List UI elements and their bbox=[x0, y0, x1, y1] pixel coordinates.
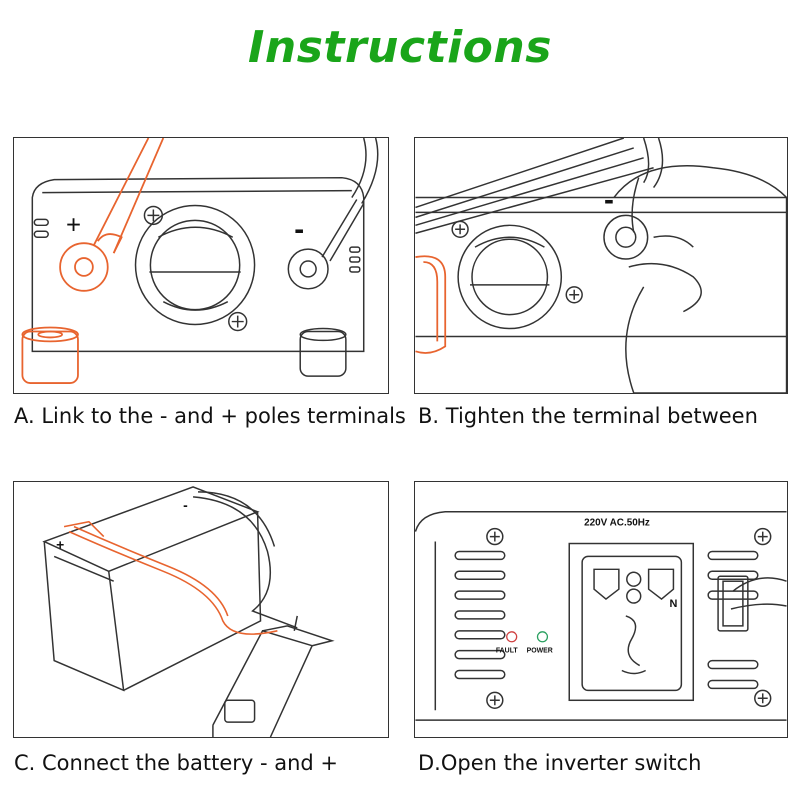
step-d-illustration: 220V AC.50Hz N FAULT POWER bbox=[414, 481, 788, 738]
minus-symbol: - bbox=[294, 213, 304, 246]
minus-symbol: - bbox=[183, 497, 188, 513]
tighten-terminal-illustration: - bbox=[415, 138, 787, 393]
power-label: POWER bbox=[527, 648, 553, 655]
plus-symbol: + bbox=[56, 536, 64, 552]
step-a-illustration: + - bbox=[13, 137, 389, 394]
step-a-caption: A. Link to the - and + poles terminals bbox=[14, 404, 406, 428]
battery-connection-illustration: + - bbox=[42, 486, 335, 737]
fault-label: FAULT bbox=[496, 648, 519, 655]
rating-label: 220V AC.50Hz bbox=[584, 518, 650, 529]
page-title: Instructions bbox=[248, 22, 552, 73]
plus-symbol: + bbox=[66, 211, 81, 239]
neutral-label: N bbox=[669, 598, 677, 610]
step-d-caption: D.Open the inverter switch bbox=[418, 751, 702, 775]
inverter-switch-illustration: 220V AC.50Hz N FAULT POWER bbox=[415, 511, 787, 721]
step-b-illustration: - bbox=[414, 137, 788, 394]
step-c-caption: C. Connect the battery - and + bbox=[14, 751, 339, 775]
step-c-illustration: + - bbox=[13, 481, 389, 738]
minus-symbol: - bbox=[604, 183, 614, 216]
inverter-terminals-illustration: + - bbox=[21, 138, 379, 384]
step-b-caption: B. Tighten the terminal between bbox=[418, 404, 758, 428]
